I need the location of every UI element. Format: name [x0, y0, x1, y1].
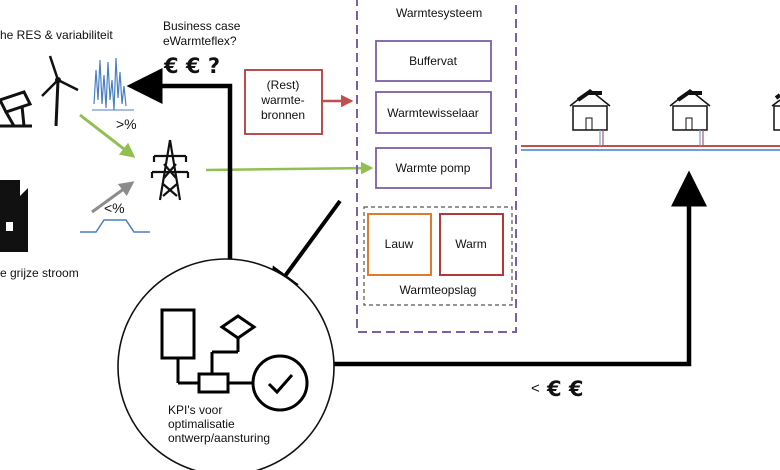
heat-system-title: Warmtesysteem: [396, 6, 482, 20]
kpi-to-houses-arrow: [325, 170, 707, 367]
heat-exchanger-label: Warmtewisselaar: [387, 106, 479, 120]
house-icon: [771, 93, 780, 131]
rest-heat-label-3: bronnen: [261, 108, 305, 122]
factory-icon: [0, 180, 28, 252]
rest-heat-label-1: (Rest): [267, 78, 300, 92]
heat-pump-box: [375, 147, 492, 189]
res-variability-label: he RES & variabiliteit: [0, 28, 113, 42]
kpi-label-3: ontwerp/aansturing: [168, 431, 270, 445]
buffer-tank-box: [375, 40, 492, 82]
euro-bottom-label: € €: [546, 377, 584, 401]
variability-signal: [93, 57, 127, 111]
heat-pump-label: Warmte pomp: [396, 161, 471, 175]
kpi-label-1: KPI's voor: [168, 403, 222, 417]
buffer-tank-label: Buffervat: [409, 54, 457, 68]
heat-exchanger-box: [375, 91, 492, 134]
lukewarm-label: Lauw: [385, 237, 414, 251]
kpi-to-business-arrow: [126, 68, 233, 268]
wind-turbine-icon: [41, 55, 79, 127]
rest-heat-label-2: warmte-: [260, 93, 304, 107]
house-icon: [669, 89, 711, 146]
lukewarm-box: [367, 213, 432, 276]
grey-to-grid-arrow: [91, 181, 135, 214]
solar-panel-icon: [0, 90, 33, 128]
warm-label: Warm: [455, 237, 487, 251]
grey-power-signal: [80, 219, 150, 233]
flowchart-icon: [160, 308, 257, 394]
business-case-label-2: eWarmteflex?: [163, 34, 237, 48]
business-case-label-1: Business case: [163, 19, 241, 33]
kpi-label-2: optimalisatie: [168, 417, 235, 431]
kpi-circle: [117, 258, 335, 470]
house-icon: [569, 89, 611, 146]
heat-system-box: [356, 0, 517, 333]
more-percent-label: >%: [116, 116, 137, 132]
euro-question-label: € € ?: [163, 54, 220, 78]
warm-box: [439, 213, 504, 276]
grey-power-label: e grijze stroom: [0, 266, 79, 280]
rest-heat-sources-box: [244, 69, 323, 135]
heat-storage-label: Warmteopslag: [400, 283, 477, 297]
grid-to-heatpump-arrow: [205, 161, 374, 175]
checkmark-circle-icon: [251, 354, 309, 412]
less-percent-label: <%: [104, 200, 125, 216]
less-than-label: <: [531, 380, 540, 397]
res-to-grid-arrow: [79, 113, 136, 158]
power-pylon-icon: [150, 139, 190, 201]
heat-storage-box: [363, 206, 513, 306]
